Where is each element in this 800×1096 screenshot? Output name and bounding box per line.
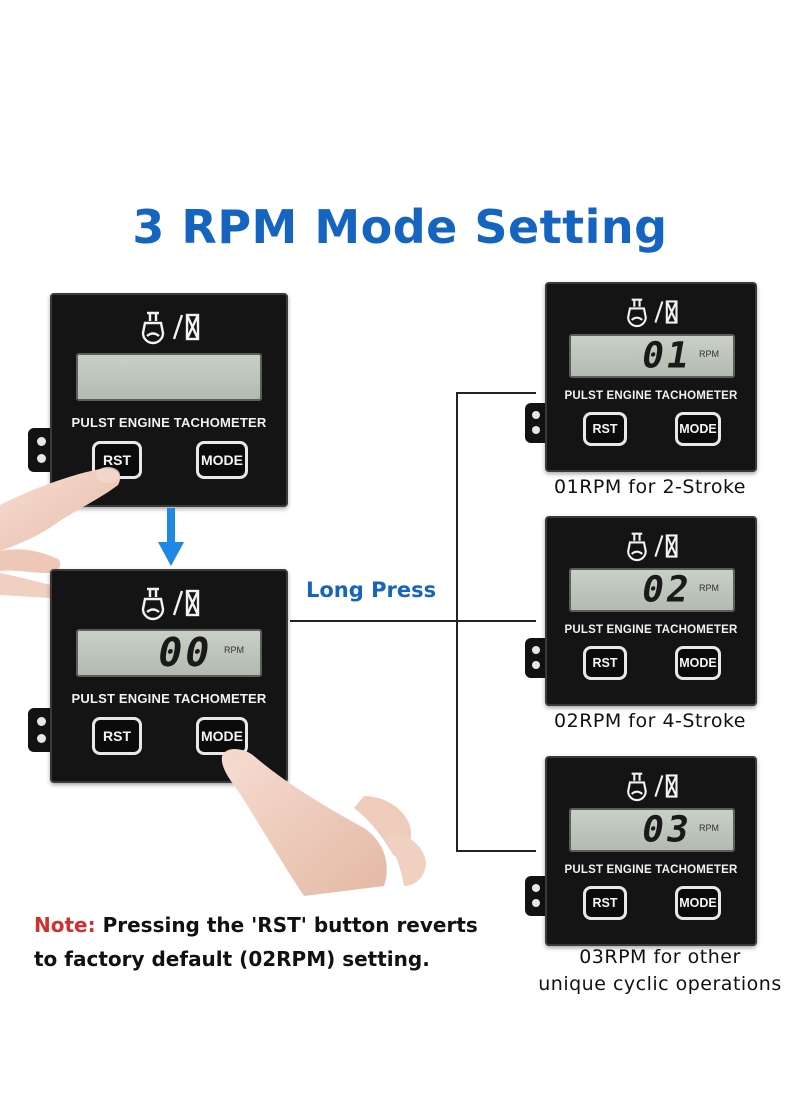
tachometer-device-mode2: 02 RPM PULST ENGINE TACHOMETER RST MODE (545, 516, 757, 706)
mounting-hole (37, 734, 46, 743)
connector-line (456, 620, 536, 622)
connector-line (456, 850, 536, 852)
engine-hourglass-icon (627, 532, 678, 562)
connector-line (290, 620, 456, 622)
mounting-tab (525, 876, 547, 916)
lcd-screen (76, 353, 262, 401)
mounting-hole (532, 426, 540, 434)
rpm-unit-label: RPM (224, 645, 244, 656)
rpm-digits: 03 (638, 809, 695, 851)
rpm-unit-label: RPM (699, 582, 719, 593)
mode-button[interactable]: MODE (675, 646, 721, 680)
rst-button[interactable]: RST (583, 886, 627, 920)
rst-button[interactable]: RST (583, 646, 627, 680)
factory-default-note: Note: Pressing the 'RST' button reverts … (34, 908, 494, 976)
lcd-screen: 00 RPM (76, 629, 262, 677)
lcd-screen: 01 RPM (569, 334, 735, 378)
mounting-tab (28, 428, 54, 472)
device-brand-label: PULST ENGINE TACHOMETER (564, 864, 738, 876)
device-brand-label: PULST ENGINE TACHOMETER (71, 691, 267, 706)
device-brand-label: PULST ENGINE TACHOMETER (564, 624, 738, 636)
mounting-hole (532, 661, 540, 669)
finger-pressing-rst-illustration (0, 467, 120, 598)
mounting-hole (37, 454, 46, 463)
lcd-screen: 02 RPM (569, 568, 735, 612)
tachometer-device-mode3: 03 RPM PULST ENGINE TACHOMETER RST MODE (545, 756, 757, 946)
device-brand-label: PULST ENGINE TACHOMETER (564, 390, 738, 402)
mounting-tab (525, 403, 547, 443)
rst-button[interactable]: RST (92, 717, 142, 755)
mode3-caption-line2: unique cyclic operations (538, 973, 782, 995)
mounting-tab (525, 638, 547, 678)
engine-hourglass-icon (627, 772, 678, 802)
mounting-tab (28, 708, 54, 752)
page-title: 3 RPM Mode Setting (132, 200, 668, 254)
mounting-hole (532, 646, 540, 654)
mode-button[interactable]: MODE (675, 886, 721, 920)
connector-line (456, 392, 458, 852)
mounting-hole (532, 411, 540, 419)
mode2-caption: 02RPM for 4-Stroke (554, 710, 746, 732)
mode-button[interactable]: MODE (675, 412, 721, 446)
note-label: Note: (34, 913, 96, 937)
engine-hourglass-icon (627, 298, 678, 328)
engine-hourglass-icon (141, 311, 200, 345)
engine-hourglass-icon (141, 587, 200, 621)
finger-pressing-mode-illustration (221, 749, 426, 896)
mode3-caption: 03RPM for other unique cyclic operations (520, 944, 800, 998)
down-arrow-icon (158, 508, 184, 566)
rpm-digits: 00 (153, 630, 217, 676)
mounting-hole (37, 717, 46, 726)
mode-button[interactable]: MODE (196, 717, 248, 755)
rst-button[interactable]: RST (583, 412, 627, 446)
device-brand-label: PULST ENGINE TACHOMETER (71, 415, 267, 430)
mounting-hole (37, 437, 46, 446)
connector-line (456, 392, 536, 394)
long-press-label: Long Press (306, 578, 437, 602)
mounting-hole (532, 899, 540, 907)
rpm-unit-label: RPM (699, 822, 719, 833)
mode-button[interactable]: MODE (196, 441, 248, 479)
note-text: Pressing the 'RST' button reverts to fac… (34, 913, 478, 971)
lcd-screen: 03 RPM (569, 808, 735, 852)
rpm-digits: 01 (638, 335, 695, 377)
rpm-unit-label: RPM (699, 348, 719, 359)
mode1-caption: 01RPM for 2-Stroke (554, 476, 746, 498)
rpm-digits: 02 (638, 569, 695, 611)
mode3-caption-line1: 03RPM for other (579, 946, 741, 968)
tachometer-device-mode1: 01 RPM PULST ENGINE TACHOMETER RST MODE (545, 282, 757, 472)
tachometer-device-initial: 00 RPM PULST ENGINE TACHOMETER RST MODE (50, 569, 288, 783)
mounting-hole (532, 884, 540, 892)
